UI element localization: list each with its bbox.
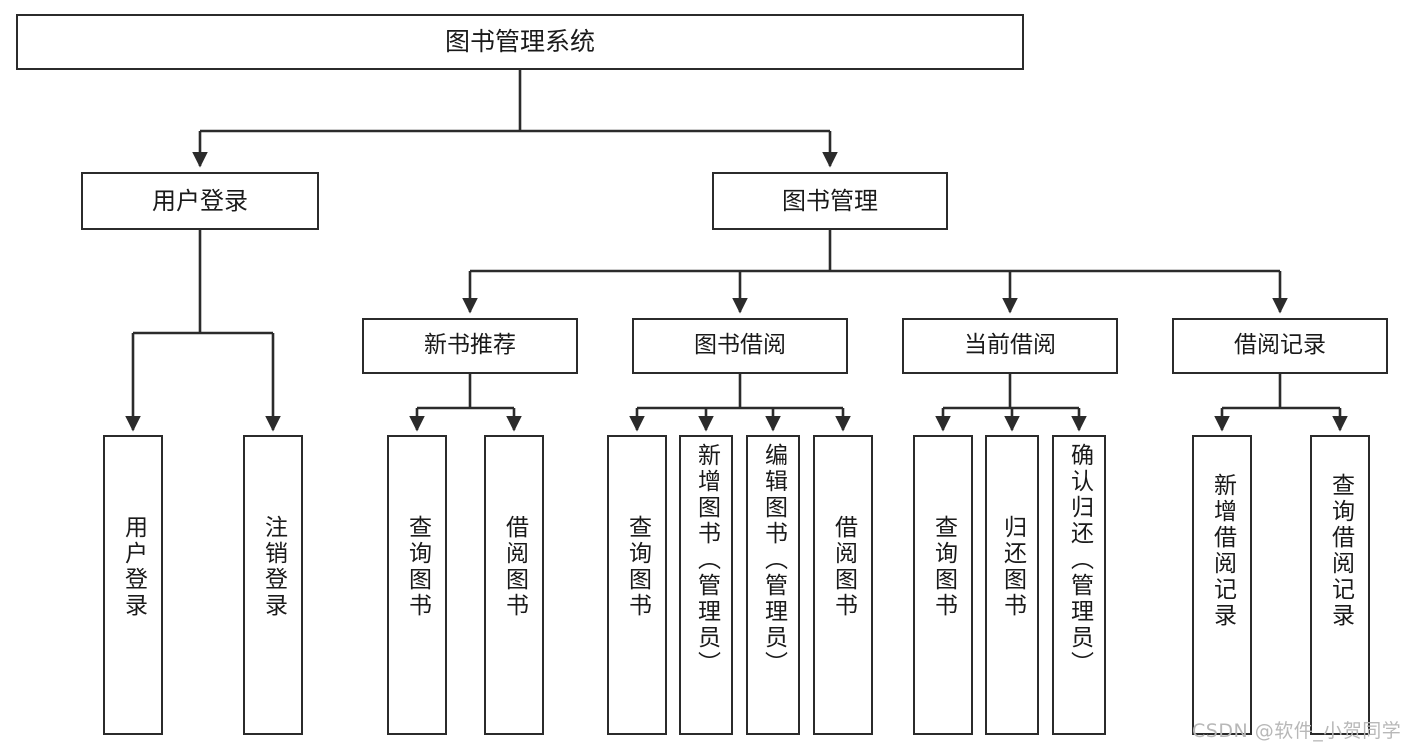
- node-new-book-recommend-label: 新书推荐: [424, 332, 516, 359]
- node-edit-book-admin[interactable]: 编辑图书（管理员）: [746, 435, 800, 735]
- csdn-watermark: CSDN @软件_小贺同学: [1192, 720, 1402, 742]
- node-borrow-record-label: 借阅记录: [1234, 332, 1326, 359]
- node-return-book-label: 归还图书: [999, 515, 1026, 619]
- node-book-management-label: 图书管理: [782, 186, 878, 215]
- node-current-borrow-label: 当前借阅: [964, 332, 1056, 359]
- node-add-borrow-record[interactable]: 新增借阅记录: [1192, 435, 1252, 735]
- node-confirm-return-admin-label: 确认归还（管理员）: [1066, 443, 1093, 677]
- node-user-login[interactable]: 用户登录: [81, 172, 319, 230]
- node-current-borrow[interactable]: 当前借阅: [902, 318, 1118, 374]
- node-query-book-borrow-label: 查询图书: [624, 515, 651, 619]
- node-query-borrow-record[interactable]: 查询借阅记录: [1310, 435, 1370, 735]
- node-logout-action[interactable]: 注销登录: [243, 435, 303, 735]
- node-add-borrow-record-label: 新增借阅记录: [1209, 473, 1236, 629]
- node-new-book-recommend[interactable]: 新书推荐: [362, 318, 578, 374]
- node-book-management[interactable]: 图书管理: [712, 172, 948, 230]
- node-user-login-action[interactable]: 用户登录: [103, 435, 163, 735]
- node-edit-book-admin-label: 编辑图书（管理员）: [760, 443, 787, 677]
- node-logout-action-label: 注销登录: [260, 515, 287, 619]
- node-borrow-book-action-label: 借阅图书: [830, 515, 857, 619]
- node-borrow-book-rec-label: 借阅图书: [501, 515, 528, 619]
- node-book-borrow[interactable]: 图书借阅: [632, 318, 848, 374]
- node-borrow-record[interactable]: 借阅记录: [1172, 318, 1388, 374]
- node-root[interactable]: 图书管理系统: [16, 14, 1024, 70]
- node-query-book-current[interactable]: 查询图书: [913, 435, 973, 735]
- node-user-login-label: 用户登录: [152, 186, 248, 215]
- node-borrow-book-action[interactable]: 借阅图书: [813, 435, 873, 735]
- node-add-book-admin-label: 新增图书（管理员）: [693, 443, 720, 677]
- node-root-label: 图书管理系统: [444, 27, 595, 57]
- node-return-book[interactable]: 归还图书: [985, 435, 1039, 735]
- node-query-book-rec-label: 查询图书: [404, 515, 431, 619]
- node-add-book-admin[interactable]: 新增图书（管理员）: [679, 435, 733, 735]
- node-query-book-rec[interactable]: 查询图书: [387, 435, 447, 735]
- node-confirm-return-admin[interactable]: 确认归还（管理员）: [1052, 435, 1106, 735]
- node-query-book-borrow[interactable]: 查询图书: [607, 435, 667, 735]
- node-book-borrow-label: 图书借阅: [694, 332, 786, 359]
- node-user-login-action-label: 用户登录: [120, 515, 147, 619]
- node-borrow-book-rec[interactable]: 借阅图书: [484, 435, 544, 735]
- node-query-book-current-label: 查询图书: [930, 515, 957, 619]
- node-query-borrow-record-label: 查询借阅记录: [1327, 473, 1354, 629]
